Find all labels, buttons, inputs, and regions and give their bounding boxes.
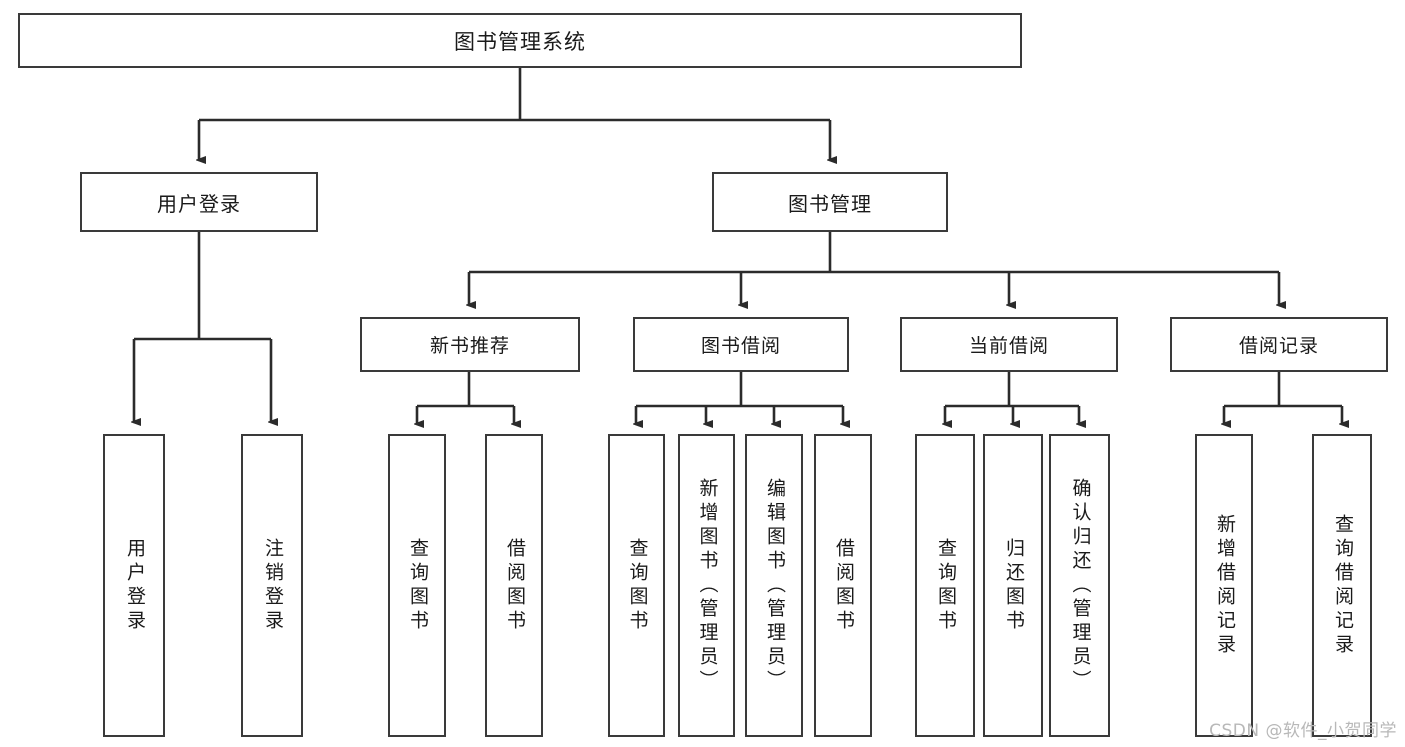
leaf-borrow-book-newbook-label: 借阅图书	[503, 537, 526, 634]
leaf-query-book-borrow[interactable]: 查询图书	[608, 434, 665, 737]
node-new-book-recommend[interactable]: 新书推荐	[360, 317, 580, 372]
node-book-borrow[interactable]: 图书借阅	[633, 317, 849, 372]
node-user-login[interactable]: 用户登录	[80, 172, 318, 232]
leaf-borrow-book-label: 借阅图书	[832, 537, 855, 634]
node-book-management[interactable]: 图书管理	[712, 172, 948, 232]
leaf-user-login-label: 用户登录	[123, 537, 146, 634]
node-borrow-record[interactable]: 借阅记录	[1170, 317, 1388, 372]
leaf-query-book-newbook-label: 查询图书	[406, 537, 429, 634]
leaf-edit-book-admin[interactable]: 编辑图书（管理员）	[745, 434, 803, 737]
node-current-borrow[interactable]: 当前借阅	[900, 317, 1118, 372]
leaf-logout-label: 注销登录	[261, 537, 284, 634]
leaf-logout[interactable]: 注销登录	[241, 434, 303, 737]
leaf-query-book-current-label: 查询图书	[934, 537, 957, 634]
node-root-label: 图书管理系统	[454, 29, 586, 54]
node-user-login-label: 用户登录	[157, 191, 241, 216]
leaf-add-book-admin[interactable]: 新增图书（管理员）	[678, 434, 735, 737]
leaf-confirm-return-admin-label: 确认归还（管理员）	[1069, 477, 1092, 694]
leaf-query-borrow-record-label: 查询借阅记录	[1331, 513, 1354, 658]
leaf-query-borrow-record[interactable]: 查询借阅记录	[1312, 434, 1372, 737]
node-borrow-record-label: 借阅记录	[1238, 335, 1319, 357]
leaf-return-book[interactable]: 归还图书	[983, 434, 1043, 737]
leaf-query-book-newbook[interactable]: 查询图书	[388, 434, 446, 737]
node-root[interactable]: 图书管理系统	[18, 13, 1022, 68]
node-new-book-recommend-label: 新书推荐	[429, 335, 510, 357]
leaf-edit-book-admin-label: 编辑图书（管理员）	[763, 477, 786, 694]
leaf-query-book-current[interactable]: 查询图书	[915, 434, 975, 737]
leaf-borrow-book[interactable]: 借阅图书	[814, 434, 872, 737]
csdn-watermark: CSDN @软件_小贺同学	[1209, 721, 1397, 741]
leaf-user-login[interactable]: 用户登录	[103, 434, 165, 737]
leaf-return-book-label: 归还图书	[1002, 537, 1025, 634]
node-book-borrow-label: 图书借阅	[700, 335, 781, 357]
leaf-confirm-return-admin[interactable]: 确认归还（管理员）	[1049, 434, 1110, 737]
leaf-add-borrow-record-label: 新增借阅记录	[1213, 513, 1236, 658]
node-book-management-label: 图书管理	[788, 191, 872, 216]
node-current-borrow-label: 当前借阅	[968, 335, 1049, 357]
leaf-query-book-borrow-label: 查询图书	[626, 537, 649, 634]
leaf-add-borrow-record[interactable]: 新增借阅记录	[1195, 434, 1253, 737]
leaf-borrow-book-newbook[interactable]: 借阅图书	[485, 434, 543, 737]
leaf-add-book-admin-label: 新增图书（管理员）	[696, 477, 719, 694]
